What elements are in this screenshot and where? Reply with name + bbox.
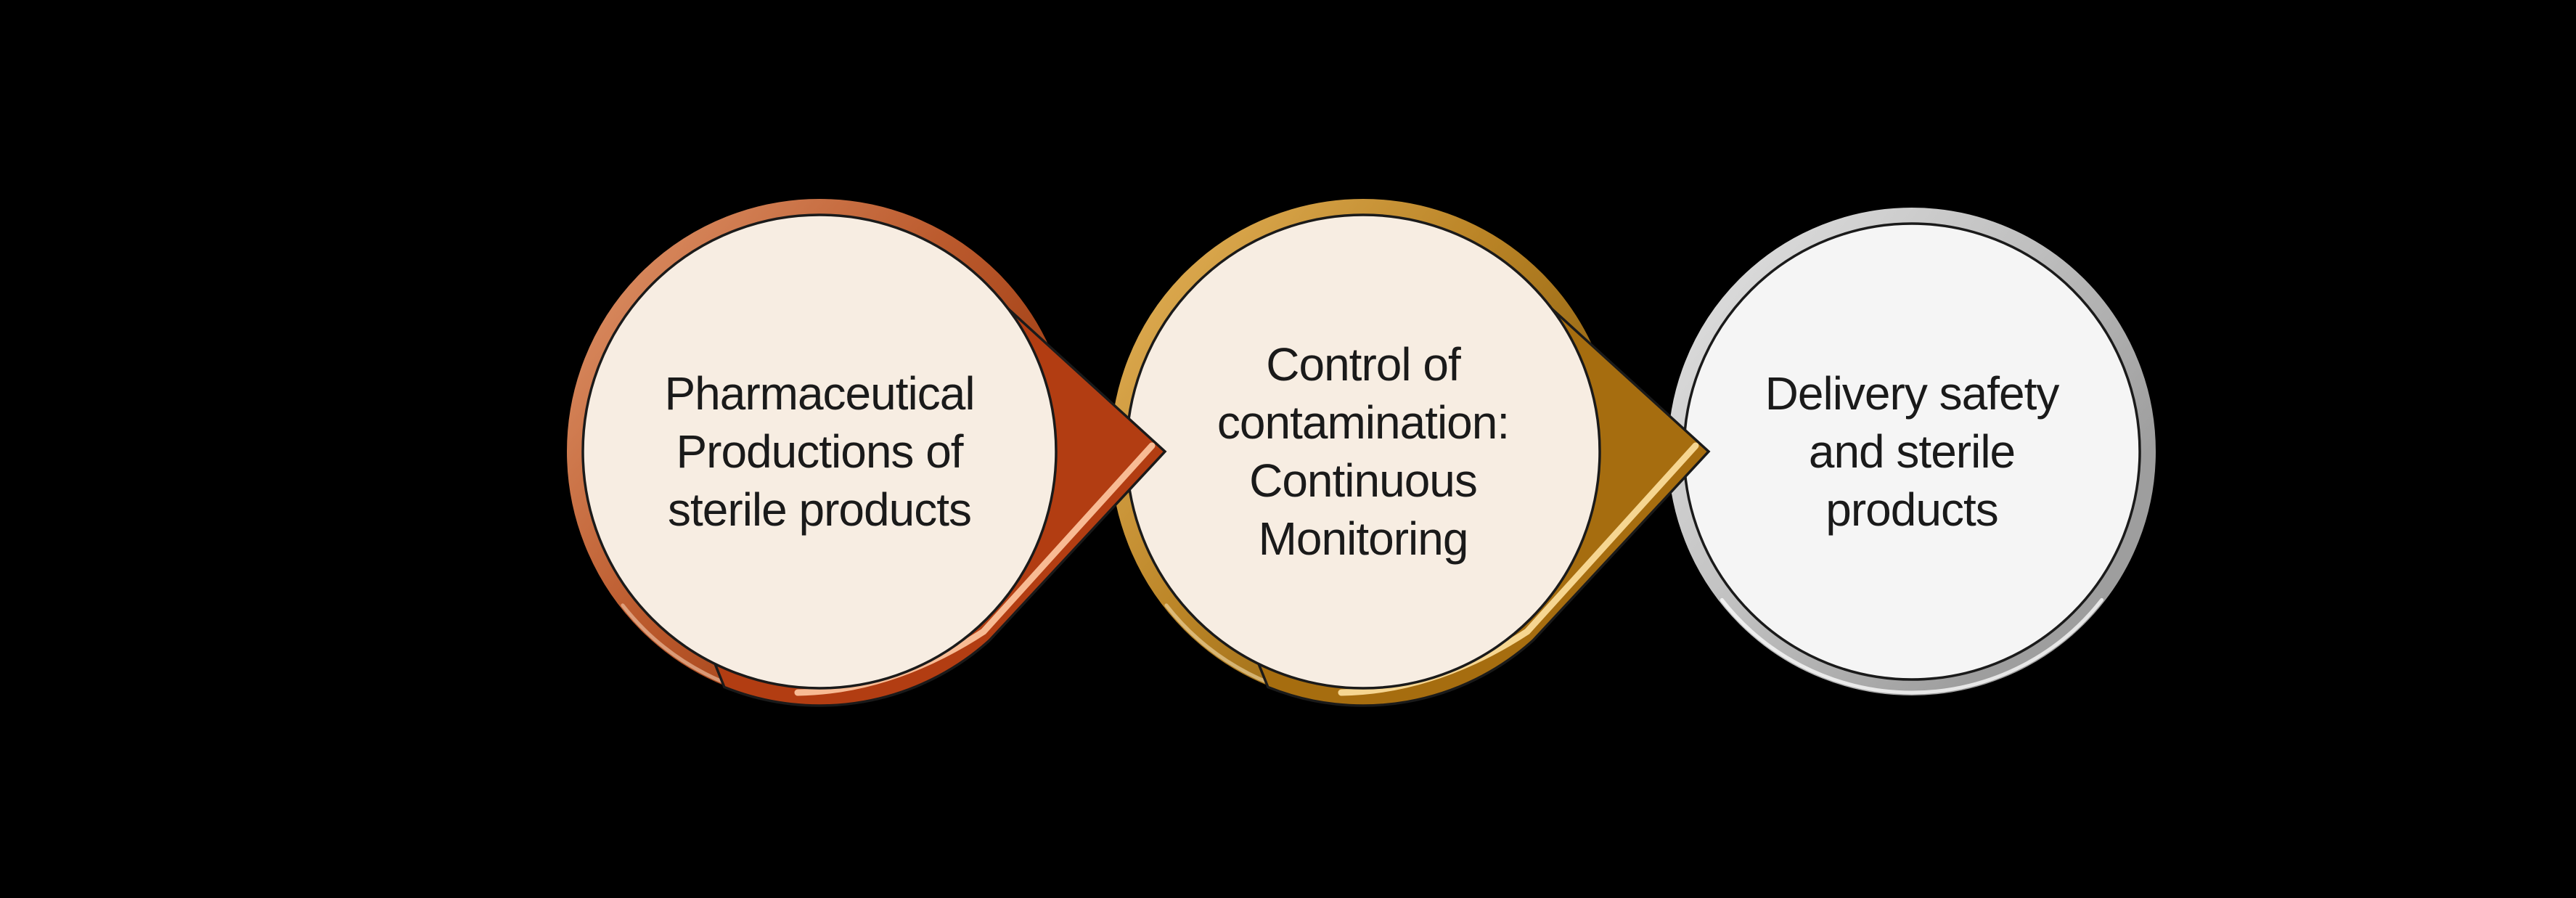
- process-step-3: [1668, 208, 2156, 695]
- step-2-disc: [1125, 213, 1601, 690]
- step-3-ring-sheen: [1720, 597, 2104, 695]
- step-1-disc: [581, 213, 1058, 690]
- step-3-disc: [1682, 222, 2141, 681]
- process-step-2: [1111, 199, 1711, 707]
- process-step-1: [567, 199, 1167, 707]
